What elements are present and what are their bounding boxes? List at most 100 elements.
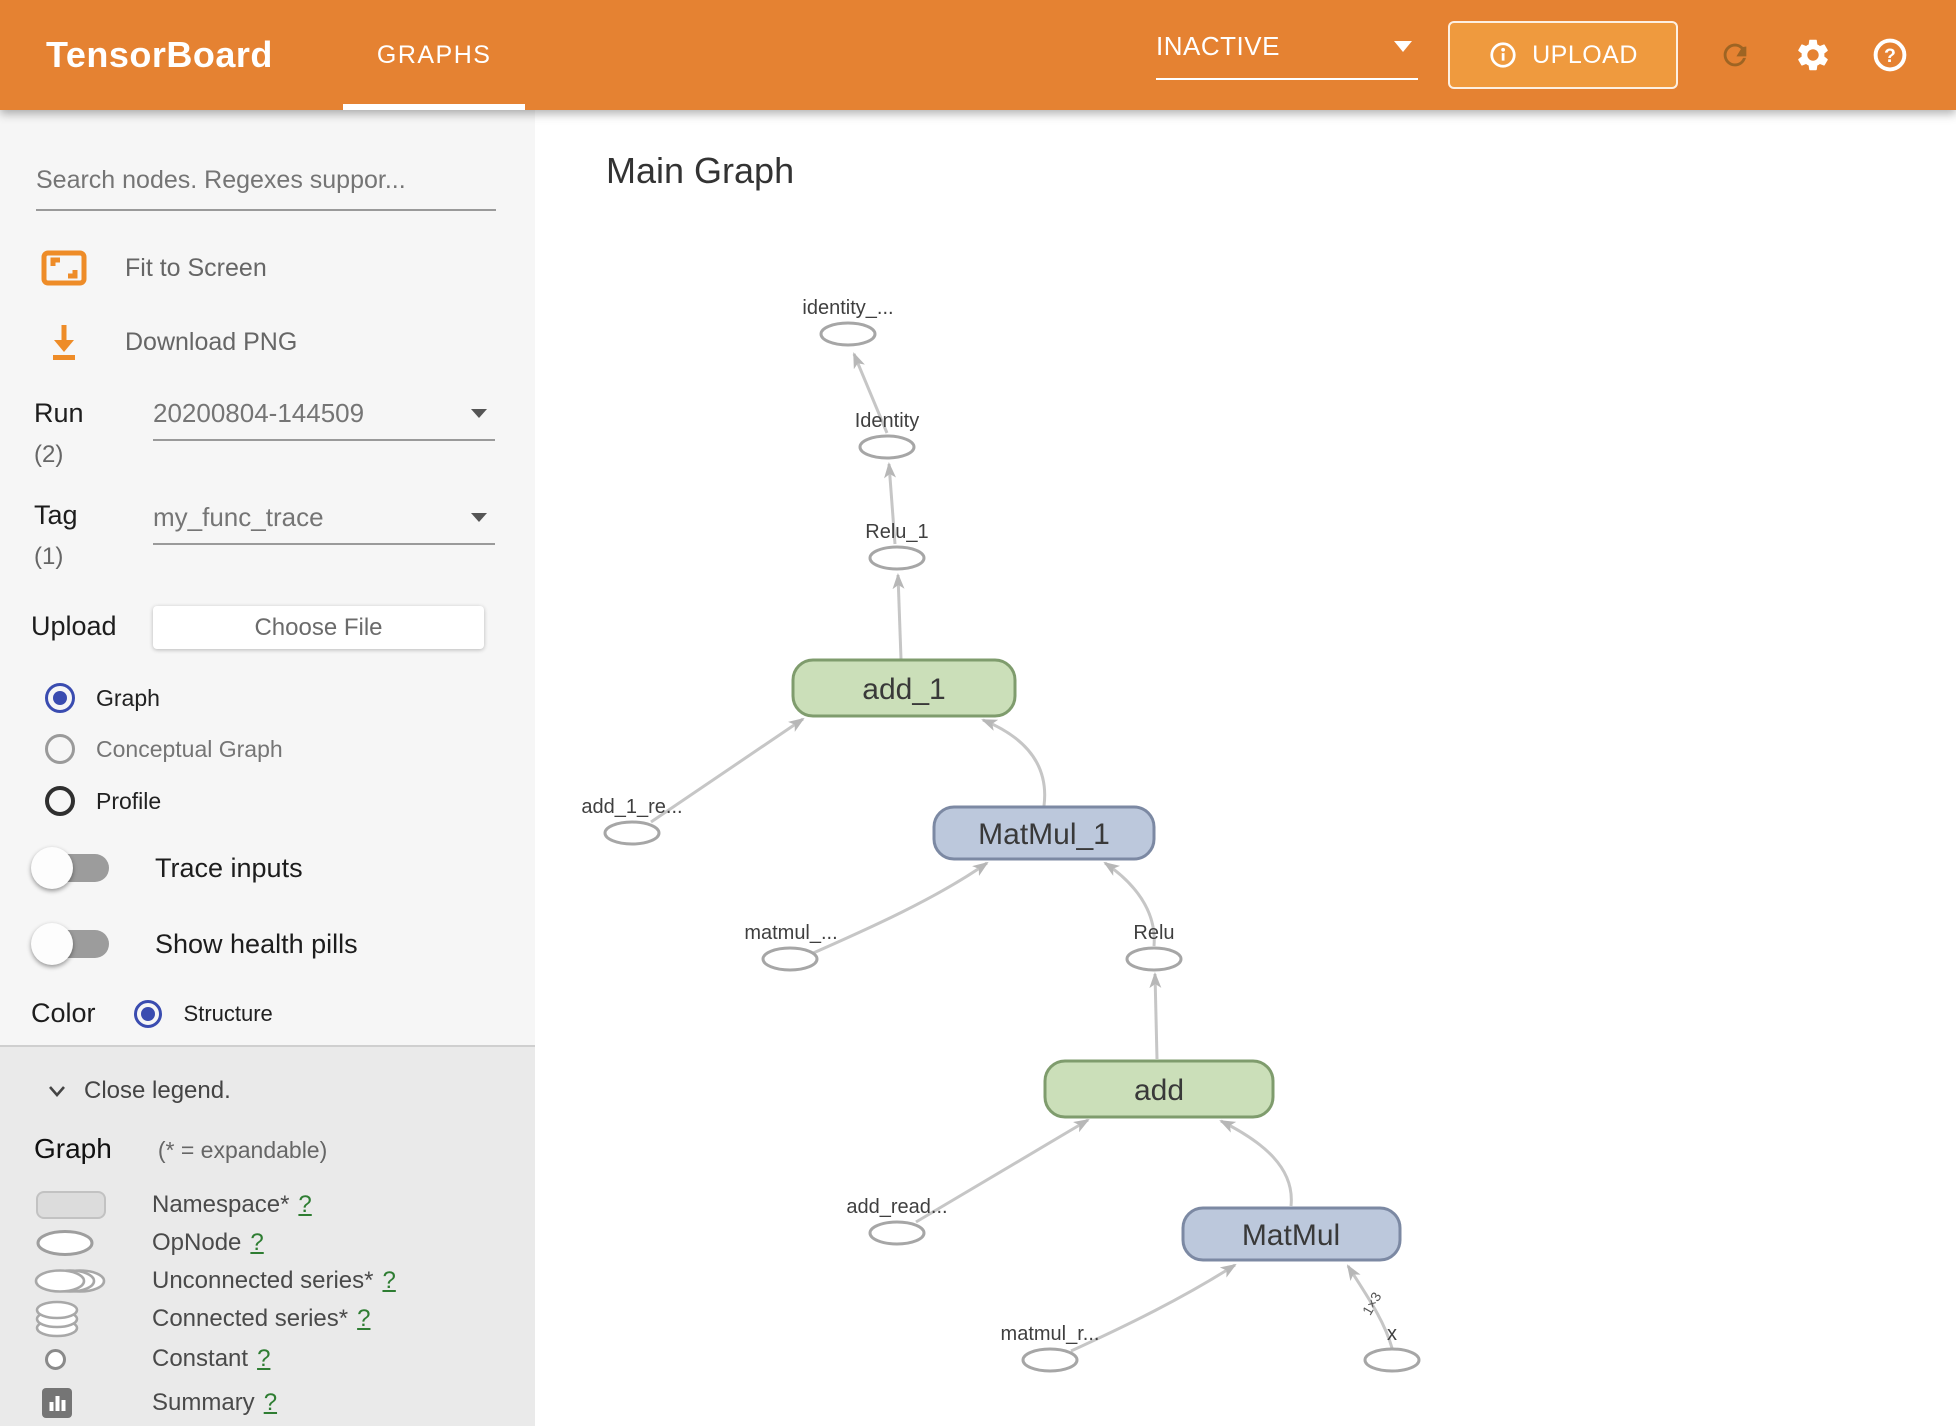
function-node-box	[1043, 1059, 1275, 1119]
svg-text:add: add	[1134, 1074, 1184, 1107]
legend-item-connected-series: Connected series* ?	[34, 1300, 371, 1338]
download-png-button[interactable]: Download PNG	[40, 322, 297, 362]
tab-graphs[interactable]: GRAPHS	[342, 0, 526, 110]
radio-unselected-icon	[45, 734, 75, 764]
graph-node-relu-1[interactable]: Relu_1	[865, 521, 929, 571]
tag-select[interactable]: my_func_trace	[153, 502, 495, 545]
legend-item-namespace: Namespace* ?	[34, 1187, 312, 1223]
chevron-down-icon	[49, 1086, 65, 1097]
edge-relu1-to-identity	[884, 462, 897, 545]
legend-item-summary: Summary ?	[34, 1385, 277, 1421]
opnode-ellipse-icon	[36, 1230, 94, 1256]
edge-x-to-matmul	[1346, 1264, 1394, 1349]
run-select-value: 20200804-144509	[153, 398, 365, 428]
svg-text:add_1: add_1	[862, 673, 945, 706]
opnode-ellipse	[1125, 946, 1183, 972]
graph-node-matmul-read[interactable]: matmul_...	[744, 922, 838, 972]
edge-add-to-relu	[1149, 972, 1162, 1060]
graph-edges: 1×3	[650, 352, 1394, 1353]
svg-text:MatMul: MatMul	[1242, 1219, 1340, 1252]
svg-text:matmul_r...: matmul_r...	[1001, 1323, 1100, 1345]
opnode-ellipse	[603, 820, 661, 846]
graph-node-add[interactable]: add	[1043, 1059, 1275, 1119]
chevron-down-icon	[471, 513, 487, 522]
graph-node-add-1-re[interactable]: add_1_re...	[581, 796, 683, 846]
radio-structure[interactable]	[133, 999, 162, 1028]
edge-add1-to-relu1	[892, 573, 905, 660]
opnode-ellipse	[858, 434, 916, 460]
color-by-row: Color Structure	[31, 998, 273, 1029]
edge-addread-to-add	[915, 1118, 1090, 1224]
app-header: TensorBoard GRAPHS INACTIVE UPLOAD	[0, 0, 1956, 110]
graph-node-add-1[interactable]: add_1	[791, 658, 1017, 718]
app-title: TensorBoard	[46, 34, 273, 75]
refresh-icon	[1723, 43, 1747, 67]
trace-inputs-toggle[interactable]: Trace inputs	[31, 846, 303, 890]
graph-node-matmul-r[interactable]: matmul_r...	[1001, 1323, 1100, 1373]
legend-item-opnode: OpNode ?	[34, 1225, 264, 1261]
help-link[interactable]: ?	[357, 1305, 371, 1332]
help-link[interactable]: ?	[263, 1389, 278, 1416]
run-select[interactable]: 20200804-144509	[153, 398, 495, 441]
edge-add1re-to-add1	[650, 717, 805, 824]
graph-legend: Close legend. Graph (* = expandable) Nam…	[0, 1045, 535, 1426]
opnode-ellipse	[761, 946, 819, 972]
fit-to-screen-button[interactable]: Fit to Screen	[40, 248, 267, 288]
radio-unselected-icon	[45, 786, 75, 816]
header-actions: INACTIVE UPLOAD ?	[1156, 21, 1908, 89]
help-link[interactable]: ?	[382, 1267, 396, 1294]
radio-conceptual-graph[interactable]: Conceptual Graph	[45, 734, 283, 764]
graph-node-identity[interactable]: Identity	[855, 410, 919, 460]
tag-field-label: Tag (1)	[34, 500, 78, 570]
toggle-off-icon	[31, 846, 115, 890]
graph-node-identity-out[interactable]: identity_...	[802, 297, 894, 347]
help-button[interactable]: ?	[1872, 37, 1908, 73]
legend-note: (* = expandable)	[157, 1137, 328, 1163]
page-title: Main Graph	[606, 150, 795, 191]
connected-series-icon	[35, 1300, 79, 1338]
show-health-pills-toggle[interactable]: Show health pills	[31, 922, 358, 966]
search-row	[36, 166, 496, 211]
edge-matmul1-to-add1	[981, 718, 1047, 807]
info-icon	[1490, 42, 1516, 68]
settings-button[interactable]	[1794, 36, 1832, 74]
close-legend-button[interactable]: Close legend.	[44, 1077, 231, 1105]
status-dropdown[interactable]: INACTIVE	[1156, 31, 1418, 80]
help-link[interactable]: ?	[250, 1229, 264, 1256]
radio-profile[interactable]: Profile	[45, 786, 161, 816]
graph-node-matmul-1[interactable]: MatMul_1	[932, 805, 1156, 861]
choose-file-button[interactable]: Choose File	[153, 606, 484, 649]
chevron-down-icon	[1394, 40, 1412, 52]
radio-selected-icon	[45, 683, 75, 713]
color-label: Color	[31, 998, 96, 1028]
download-icon	[53, 325, 75, 360]
edge-matmulread-to-matmul1	[810, 861, 989, 956]
status-label: INACTIVE	[1156, 30, 1280, 61]
edge-matmulr-to-matmul	[1070, 1263, 1237, 1353]
graph-node-x[interactable]: x	[1363, 1323, 1421, 1373]
chevron-down-icon	[471, 409, 487, 418]
legend-item-constant: Constant ?	[34, 1341, 270, 1377]
graph-pane: Main Graph 1×3 identity_...	[535, 110, 1956, 1426]
radio-graph[interactable]: Graph	[45, 683, 160, 713]
search-input[interactable]	[36, 166, 496, 211]
help-link[interactable]: ?	[298, 1191, 312, 1218]
toggle-off-icon	[31, 922, 115, 966]
refresh-button[interactable]	[1718, 38, 1752, 72]
opnode-ellipse	[1363, 1347, 1421, 1373]
help-link[interactable]: ?	[257, 1345, 271, 1372]
constant-circle-icon	[45, 1348, 66, 1370]
function-node-box	[791, 658, 1017, 718]
svg-text:Identity: Identity	[855, 410, 919, 432]
graph-node-add-read[interactable]: add_read...	[846, 1196, 948, 1246]
unconnected-series-icon	[34, 1269, 106, 1293]
graph-node-matmul[interactable]: MatMul	[1181, 1206, 1402, 1262]
upload-button[interactable]: UPLOAD	[1448, 21, 1678, 89]
svg-text:Relu_1: Relu_1	[865, 521, 928, 543]
edge-matmul-to-add	[1219, 1119, 1293, 1207]
graph-canvas[interactable]: 1×3 identity_... Identity Relu_1 add_1_r…	[535, 110, 1956, 1426]
function-node-box	[1181, 1206, 1402, 1262]
svg-text:identity_...: identity_...	[802, 297, 893, 319]
edge-relu-to-matmul1	[1103, 861, 1156, 947]
graph-node-relu[interactable]: Relu	[1125, 922, 1183, 972]
